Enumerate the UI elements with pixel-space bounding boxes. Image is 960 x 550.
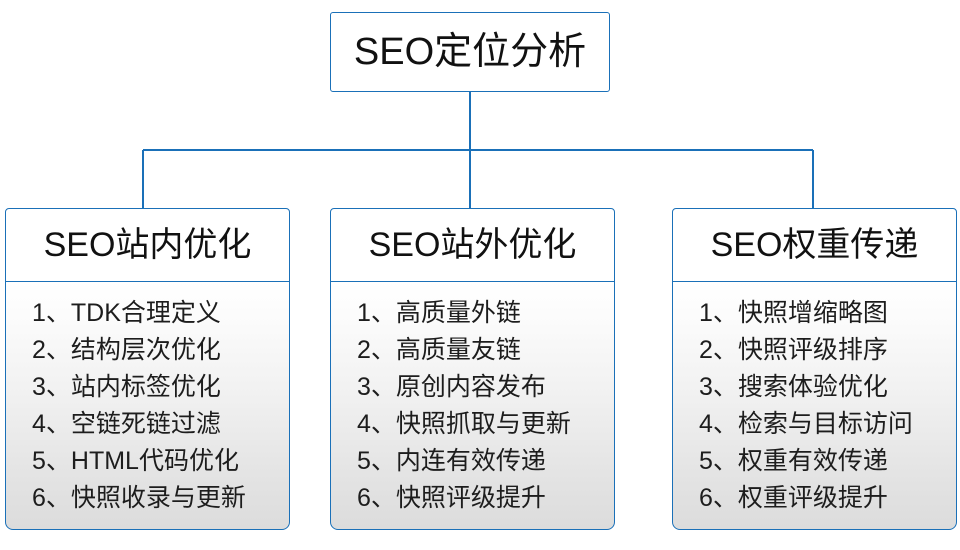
list-item: 6、快照评级提升 [357, 484, 546, 513]
list-item: 4、检索与目标访问 [699, 410, 913, 439]
branch-list-1: 1、TDK合理定义 2、结构层次优化 3、站内标签优化 4、空链死链过滤 5、H… [5, 280, 290, 531]
list-item: 5、内连有效传递 [357, 447, 546, 476]
list-item: 3、搜索体验优化 [699, 373, 888, 402]
branch-header-1[interactable]: SEO站内优化 [5, 208, 290, 282]
branch-header-3[interactable]: SEO权重传递 [672, 208, 957, 282]
branch-column-2: SEO站外优化 1、高质量外链 2、高质量友链 3、原创内容发布 4、快照抓取与… [330, 208, 615, 531]
branch-header-label-3: SEO权重传递 [710, 226, 919, 264]
branch-column-1: SEO站内优化 1、TDK合理定义 2、结构层次优化 3、站内标签优化 4、空链… [5, 208, 290, 531]
branch-list-2: 1、高质量外链 2、高质量友链 3、原创内容发布 4、快照抓取与更新 5、内连有… [330, 280, 615, 531]
list-item: 2、结构层次优化 [32, 336, 221, 365]
list-item: 6、权重评级提升 [699, 484, 888, 513]
branch-column-3: SEO权重传递 1、快照增缩略图 2、快照评级排序 3、搜索体验优化 4、检索与… [672, 208, 957, 531]
list-item: 3、站内标签优化 [32, 373, 221, 402]
branch-header-label-1: SEO站内优化 [43, 226, 252, 264]
branch-list-3: 1、快照增缩略图 2、快照评级排序 3、搜索体验优化 4、检索与目标访问 5、权… [672, 280, 957, 531]
list-item: 5、权重有效传递 [699, 447, 888, 476]
branch-header-2[interactable]: SEO站外优化 [330, 208, 615, 282]
list-item: 3、原创内容发布 [357, 373, 546, 402]
list-item: 1、TDK合理定义 [32, 299, 221, 328]
branch-header-label-2: SEO站外优化 [368, 226, 577, 264]
list-item: 1、高质量外链 [357, 299, 521, 328]
root-node[interactable]: SEO定位分析 [330, 12, 610, 92]
root-node-label: SEO定位分析 [353, 31, 587, 73]
list-item: 2、快照评级排序 [699, 336, 888, 365]
list-item: 6、快照收录与更新 [32, 484, 246, 513]
list-item: 1、快照增缩略图 [699, 299, 888, 328]
list-item: 4、空链死链过滤 [32, 410, 221, 439]
list-item: 4、快照抓取与更新 [357, 410, 571, 439]
list-item: 2、高质量友链 [357, 336, 521, 365]
list-item: 5、HTML代码优化 [32, 447, 239, 476]
